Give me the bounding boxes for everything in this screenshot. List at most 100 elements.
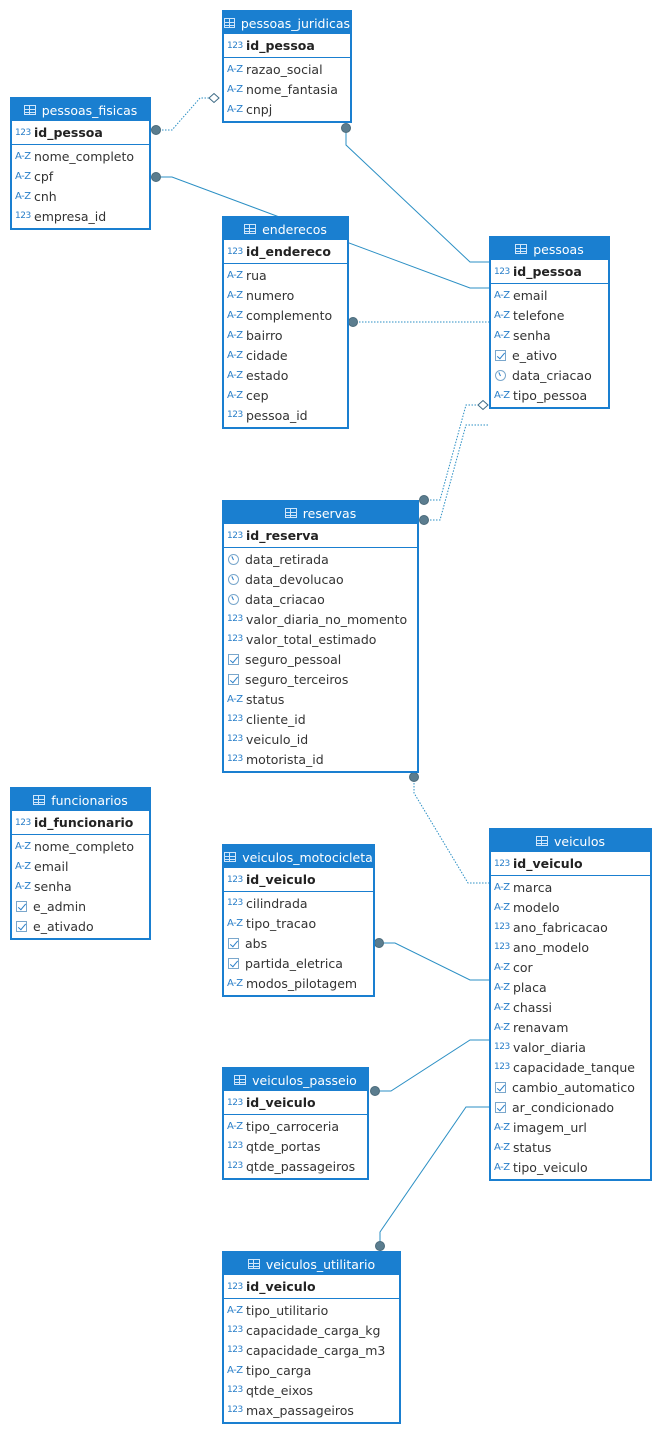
- table-header[interactable]: funcionarios: [12, 789, 149, 811]
- table-header[interactable]: veiculos_utilitario: [224, 1253, 399, 1275]
- column-row[interactable]: e_ativado: [12, 916, 149, 936]
- column-row[interactable]: abs: [224, 933, 373, 953]
- table-header[interactable]: veiculos: [491, 830, 650, 852]
- foreign-key-endpoint[interactable]: [375, 1241, 385, 1251]
- column-row[interactable]: e_ativo: [491, 345, 608, 365]
- table-header[interactable]: pessoas_fisicas: [12, 99, 149, 121]
- column-row[interactable]: data_criacao: [491, 365, 608, 385]
- foreign-key-endpoint[interactable]: [151, 125, 161, 135]
- foreign-key-endpoint[interactable]: [374, 938, 384, 948]
- column-row[interactable]: seguro_pessoal: [224, 649, 417, 669]
- column-row[interactable]: e_admin: [12, 896, 149, 916]
- foreign-key-endpoint[interactable]: [370, 1086, 380, 1096]
- table-header[interactable]: enderecos: [224, 218, 347, 240]
- table-header[interactable]: veiculos_passeio: [224, 1069, 367, 1091]
- table-header[interactable]: reservas: [224, 502, 417, 524]
- table-header[interactable]: veiculos_motocicleta: [224, 846, 373, 868]
- column-row[interactable]: data_devolucao: [224, 569, 417, 589]
- column-row[interactable]: data_retirada: [224, 549, 417, 569]
- column-row[interactable]: cambio_automatico: [491, 1077, 650, 1097]
- optional-relation-diamond[interactable]: [477, 399, 489, 411]
- foreign-key-endpoint[interactable]: [419, 515, 429, 525]
- foreign-key-endpoint[interactable]: [341, 123, 351, 133]
- foreign-key-endpoint[interactable]: [419, 495, 429, 505]
- column-row[interactable]: partida_eletrica: [224, 953, 373, 973]
- foreign-key-endpoint[interactable]: [348, 317, 358, 327]
- column-row[interactable]: seguro_terceiros: [224, 669, 417, 689]
- column-row[interactable]: ar_condicionado: [491, 1097, 650, 1117]
- foreign-key-endpoint[interactable]: [409, 772, 419, 782]
- table-header[interactable]: pessoas: [491, 238, 608, 260]
- foreign-key-endpoint[interactable]: [151, 172, 161, 182]
